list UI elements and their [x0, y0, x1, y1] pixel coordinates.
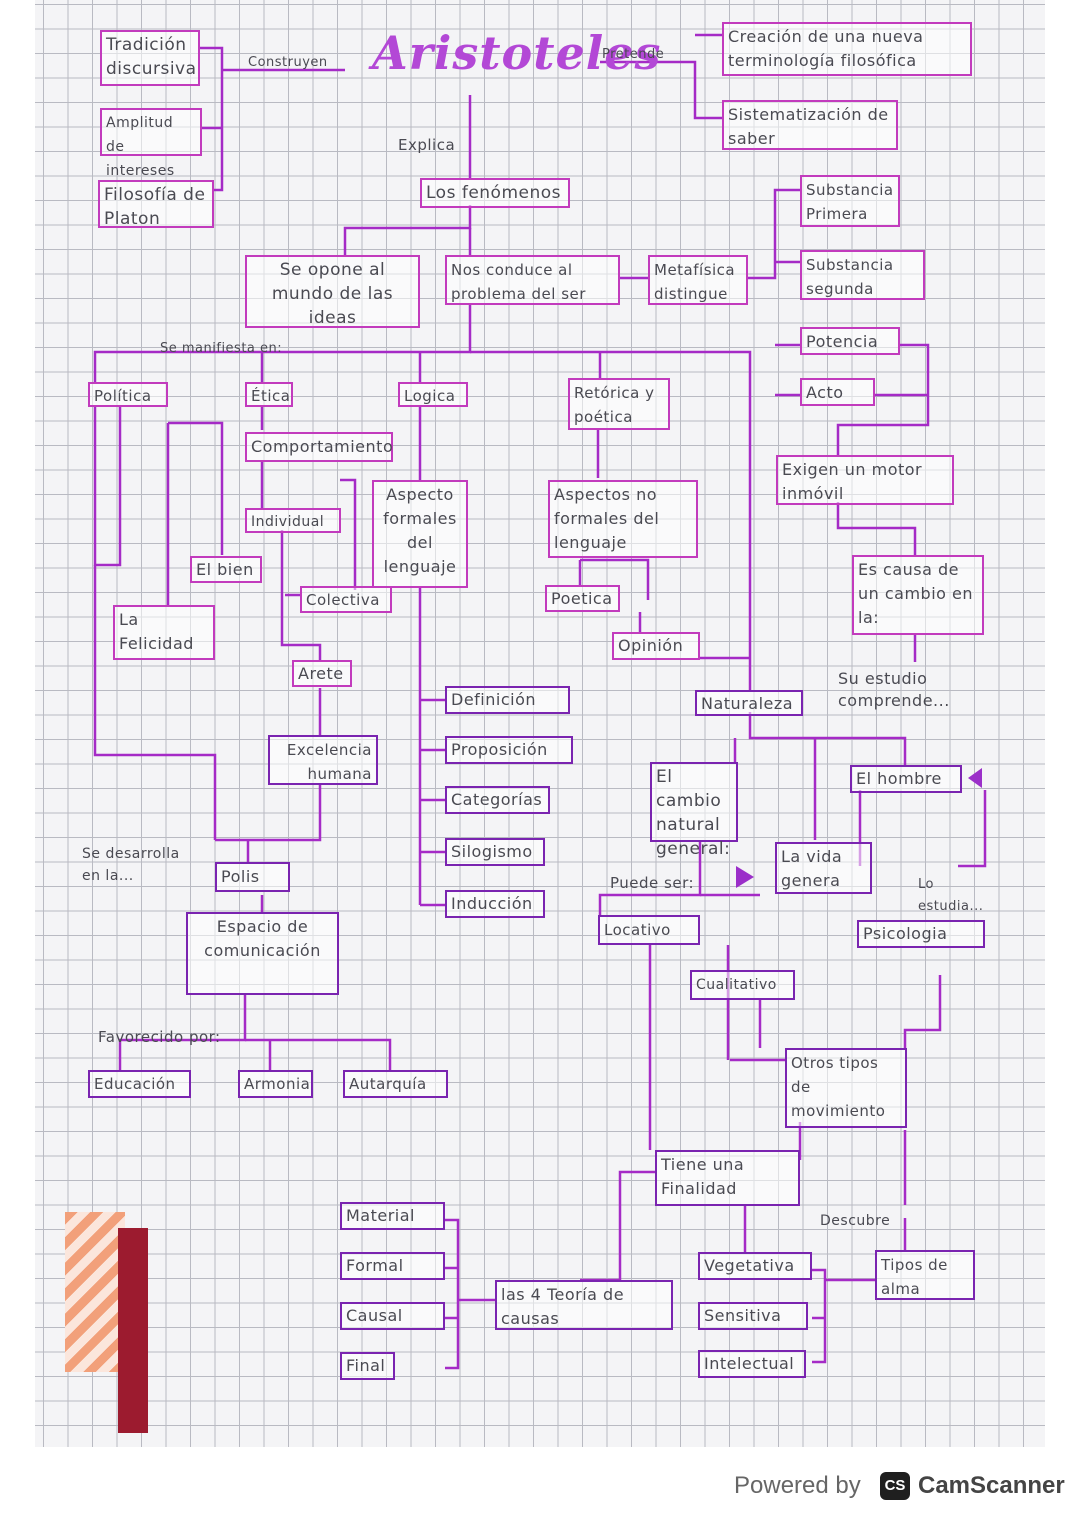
node-definicion: Definición	[445, 686, 570, 714]
washi-tape-decoration	[65, 1212, 125, 1372]
node-creacion: Creación de una nueva terminología filos…	[722, 22, 972, 76]
node-comportamiento: Comportamiento	[245, 432, 393, 462]
label-favorecido-por: Favorecido por:	[98, 1028, 221, 1046]
title-aristoteles: Aristoteles	[372, 26, 662, 80]
label-explica: Explica	[398, 136, 456, 154]
node-proposicion: Proposición	[445, 736, 573, 764]
node-finalidad: Tiene una Finalidad	[655, 1150, 800, 1206]
node-excelencia: Excelencia humana	[268, 735, 378, 785]
node-fenomenos: Los fenómenos	[420, 178, 570, 208]
node-causal: Causal	[340, 1302, 445, 1330]
label-pretende: Pretende	[602, 47, 665, 62]
node-otros: Otros tipos de movimiento	[785, 1048, 907, 1128]
node-se-opone: Se opone al mundo de las ideas	[245, 255, 420, 328]
node-nos-conduce: Nos conduce al problema del ser	[445, 255, 620, 305]
node-aspecto: Aspecto formales del lenguaje	[372, 480, 468, 588]
node-aspectos-no: Aspectos no formales del lenguaje	[548, 480, 698, 558]
node-silogismo: Silogismo	[445, 838, 545, 866]
node-final: Final	[340, 1352, 395, 1380]
label-su-estudio: Su estudio comprende...	[838, 669, 950, 710]
node-vida: La vida genera	[775, 842, 872, 894]
notebook-page	[35, 0, 1045, 1447]
node-polis: Polis	[215, 862, 290, 892]
label-lo-estudia: Lo estudia...	[918, 877, 984, 914]
node-arete: Arete	[292, 660, 352, 687]
label-se-manifiesta: Se manifiesta en:	[160, 341, 283, 356]
node-material: Material	[340, 1202, 445, 1230]
powered-by-text: Powered by	[734, 1472, 861, 1499]
node-etica: Ética	[245, 382, 293, 407]
node-armonia: Armonia	[238, 1070, 313, 1098]
node-colectiva: Colectiva	[300, 586, 392, 613]
node-autarquia: Autarquía	[343, 1070, 448, 1098]
camscanner-logo-icon: CS	[880, 1472, 910, 1500]
node-motor: Exigen un motor inmóvil	[776, 455, 954, 505]
node-vegetativa: Vegetativa	[698, 1252, 812, 1280]
node-poetica: Poetica	[545, 585, 620, 612]
label-construyen: Construyen	[248, 55, 328, 70]
node-sensitiva: Sensitiva	[698, 1302, 808, 1330]
camscanner-brand: CamScanner	[918, 1472, 1065, 1499]
node-opinion: Opinión	[612, 632, 700, 660]
node-locativo: Locativo	[598, 915, 700, 945]
node-retorica: Retórica y poética	[568, 378, 670, 430]
node-tipos-alma: Tipos de alma	[875, 1250, 975, 1300]
node-logica: Logica	[398, 382, 468, 407]
node-teoria: las 4 Teoría de causas	[495, 1280, 673, 1330]
node-induccion: Inducción	[445, 890, 545, 918]
node-naturaleza: Naturaleza	[695, 690, 803, 716]
node-substancia-segunda: Substancia segunda	[800, 250, 925, 300]
node-filosofia-platon: Filosofía de Platon	[98, 180, 214, 229]
node-substancia-primera: Substancia Primera	[800, 175, 900, 227]
label-puede-ser: Puede ser:	[610, 874, 695, 892]
node-cualitativo: Cualitativo	[690, 970, 795, 1000]
node-potencia: Potencia	[800, 327, 900, 355]
node-amplitud: Amplitud de intereses	[100, 108, 202, 179]
node-tradicion: Tradición discursiva	[100, 30, 200, 86]
node-formal: Formal	[340, 1252, 445, 1280]
node-metafisica: Metafísica distingue	[648, 255, 748, 305]
node-acto: Acto	[800, 378, 875, 406]
node-categorias: Categorías	[445, 786, 550, 814]
arrow-icon	[968, 768, 982, 788]
washi-tape-decoration	[118, 1228, 148, 1433]
label-descubre: Descubre	[820, 1213, 891, 1229]
node-felicidad: La Felicidad	[113, 605, 215, 660]
node-educacion: Educación	[88, 1070, 191, 1098]
node-politica: Política	[88, 382, 168, 407]
node-hombre: El hombre	[850, 765, 962, 793]
arrow-icon	[736, 866, 754, 888]
label-se-desarrolla: Se desarrolla en la...	[82, 846, 180, 884]
node-intelectual: Intelectual	[698, 1350, 806, 1378]
node-sistematizacion: Sistematización de saber	[722, 100, 898, 150]
node-individual: Individual	[245, 508, 341, 533]
node-psicologia: Psicologia	[857, 920, 985, 948]
node-causa: Es causa de un cambio en la:	[852, 555, 984, 635]
node-cambio: El cambio natural general:	[650, 762, 738, 859]
node-espacio: Espacio de comunicación	[186, 912, 339, 995]
node-el-bien: El bien	[190, 556, 262, 583]
